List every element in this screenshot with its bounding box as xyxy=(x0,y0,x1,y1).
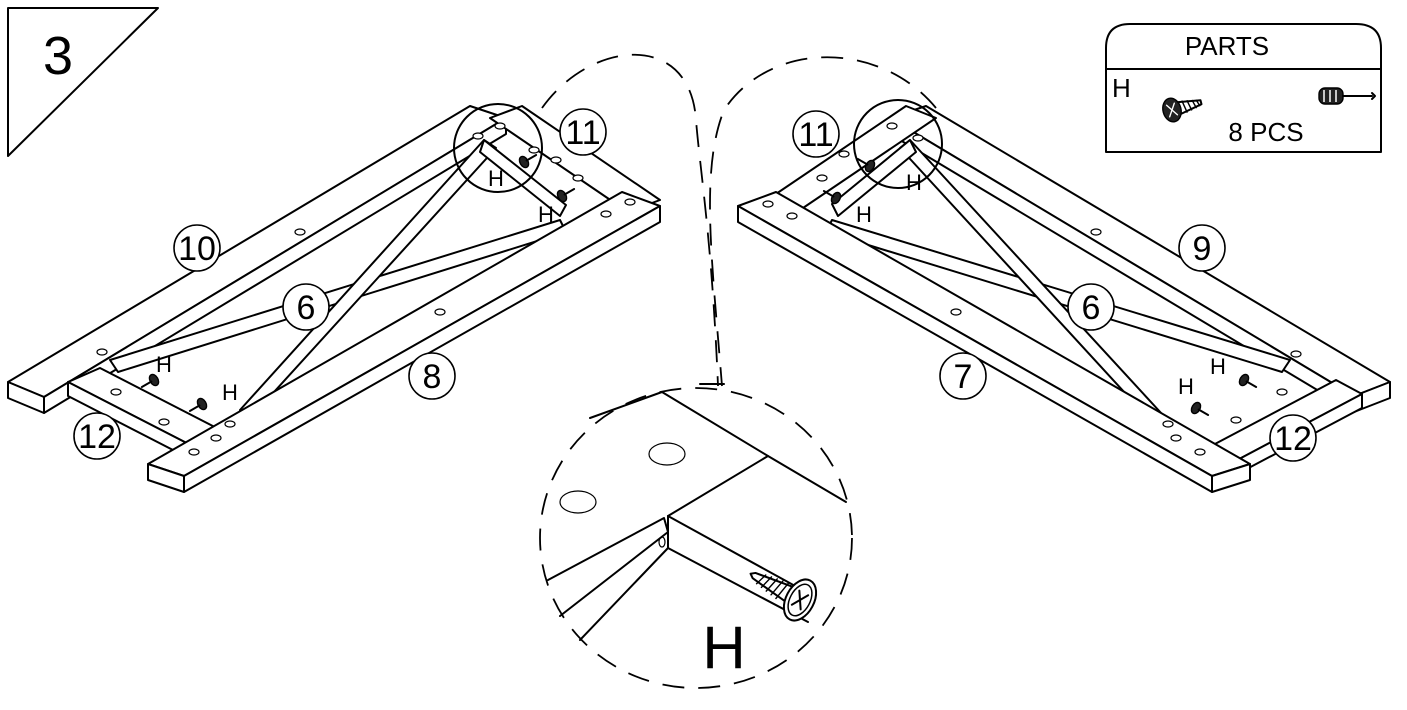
step-badge: 3 xyxy=(7,7,159,157)
svg-text:10: 10 xyxy=(178,230,216,268)
screwdriver-icon xyxy=(1318,87,1376,105)
svg-text:8: 8 xyxy=(423,358,442,396)
parts-box: PARTS H 8 PCS xyxy=(1105,23,1382,153)
detail-label: H xyxy=(702,615,745,682)
svg-text:6: 6 xyxy=(1082,289,1101,327)
part-badge-7: 7 xyxy=(939,352,987,400)
svg-text:12: 12 xyxy=(1274,420,1312,458)
left-frame: H H H H xyxy=(7,103,661,493)
screw-label: H xyxy=(156,352,172,377)
rail-10 xyxy=(7,105,507,414)
right-frame: H H H H xyxy=(737,99,1391,493)
rail-8 xyxy=(147,191,661,493)
svg-text:12: 12 xyxy=(78,418,116,456)
svg-text:11: 11 xyxy=(798,116,833,154)
detail-circle-right xyxy=(853,99,943,189)
rail-9 xyxy=(889,105,1391,413)
part-badge-11-left: 11 xyxy=(559,108,607,156)
screw-label: H xyxy=(538,202,554,227)
part-badge-10: 10 xyxy=(173,224,221,272)
part-badge-11-right: 11 xyxy=(792,110,840,158)
screw-label: H xyxy=(856,202,872,227)
detail-screw-icon xyxy=(749,571,818,622)
detail-callout: H xyxy=(539,387,853,689)
screw-label: H xyxy=(906,170,922,195)
screw-label: H xyxy=(488,166,504,191)
screw-label: H xyxy=(1210,354,1226,379)
step-number: 3 xyxy=(43,26,73,86)
svg-text:7: 7 xyxy=(954,358,973,396)
svg-text:6: 6 xyxy=(297,289,316,327)
part-badge-12-right: 12 xyxy=(1269,414,1317,462)
callout-dashes xyxy=(541,54,937,387)
screw-label: H xyxy=(1178,374,1194,399)
part-badge-12-left: 12 xyxy=(73,412,121,460)
parts-letter: H xyxy=(1112,73,1131,103)
holes-left xyxy=(96,122,636,456)
parts-quantity: 8 PCS xyxy=(1228,117,1303,147)
holes-right xyxy=(762,122,1302,456)
svg-text:9: 9 xyxy=(1193,230,1212,268)
screws-left xyxy=(140,154,576,412)
screw-icon xyxy=(1162,97,1203,123)
screws-right xyxy=(822,158,1258,416)
screw-label: H xyxy=(222,380,238,405)
svg-text:11: 11 xyxy=(565,114,600,152)
parts-title: PARTS xyxy=(1185,31,1269,61)
part-badge-9: 9 xyxy=(1178,224,1226,272)
part-badge-6-left: 6 xyxy=(282,283,330,331)
rail-7 xyxy=(737,191,1251,493)
rail-11-left xyxy=(489,105,661,213)
part-badge-8: 8 xyxy=(408,352,456,400)
cross-brace-right xyxy=(825,139,1291,419)
part-badge-6-right: 6 xyxy=(1067,283,1115,331)
detail-circle-left xyxy=(453,103,543,193)
